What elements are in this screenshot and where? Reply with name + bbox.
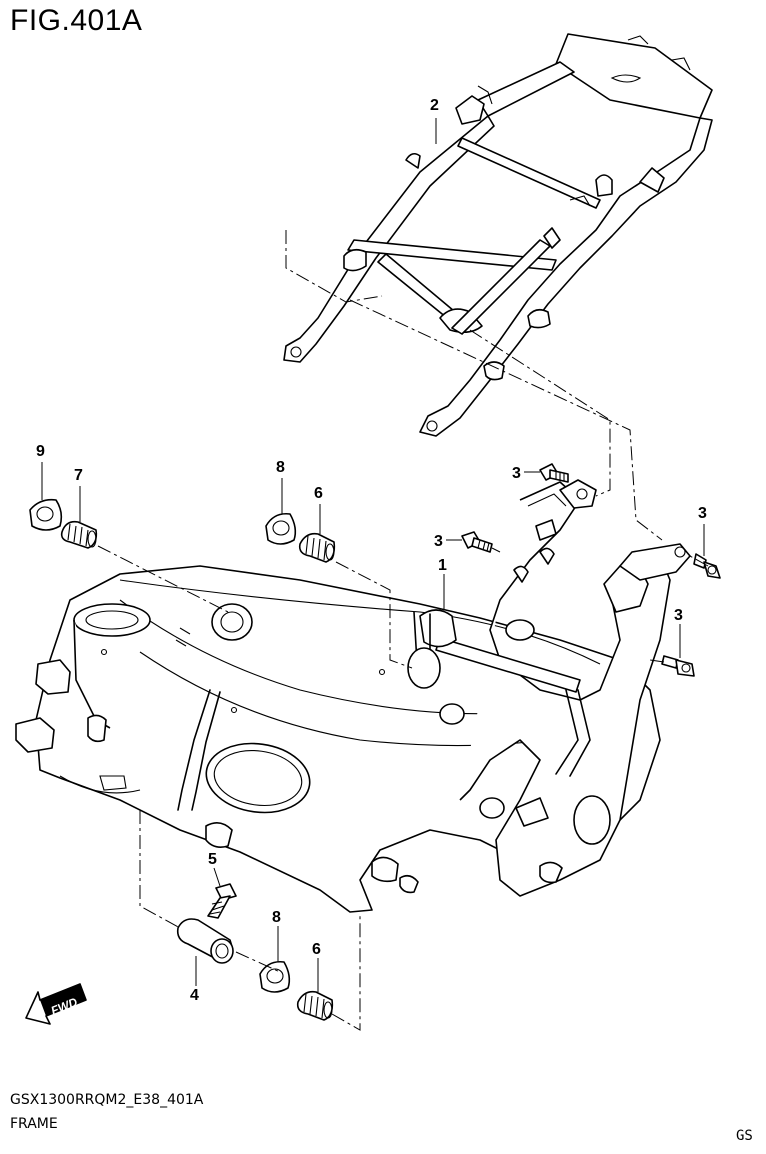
nut-part-8-lower[interactable] [259, 960, 291, 993]
leader-lines [41, 118, 705, 992]
callout-4: 4 [190, 987, 199, 1004]
callout-3-upper: 3 [512, 465, 521, 482]
callout-3-right-lower: 3 [674, 607, 683, 624]
spacer-part-7[interactable] [60, 520, 98, 549]
bolt-part-5[interactable] [207, 883, 237, 919]
callout-8-upper: 8 [276, 459, 285, 476]
callout-6-lower: 6 [312, 941, 321, 958]
nut-part-9[interactable] [29, 498, 63, 531]
spacer-part-6-upper[interactable] [298, 532, 336, 563]
callout-3-mid: 3 [434, 533, 443, 550]
callout-6-upper: 6 [314, 485, 323, 502]
nut-part-8-upper[interactable] [265, 512, 297, 545]
assembly-lines [97, 230, 709, 1031]
callout-2: 2 [430, 97, 439, 114]
bolt-mid-left[interactable] [461, 531, 493, 553]
callout-8-lower: 8 [272, 909, 281, 926]
diagram-code: GSX1300RRQM2_E38_401A [10, 1092, 204, 1108]
seat-rail[interactable] [283, 33, 713, 437]
bolt-right-lower[interactable] [661, 655, 695, 677]
spacer-part-6-lower[interactable] [296, 990, 334, 1021]
callout-9: 9 [36, 443, 45, 460]
diagram-name: FRAME [10, 1116, 58, 1132]
main-frame[interactable] [15, 479, 691, 913]
collar-part-4[interactable] [176, 918, 234, 964]
catalog-mark: GS [736, 1128, 753, 1144]
callout-5: 5 [208, 851, 217, 868]
callout-7: 7 [74, 467, 83, 484]
fwd-arrow: FWD [25, 983, 87, 1025]
figure-title: FIG.401A [10, 4, 143, 37]
bolt-upper-left[interactable] [539, 463, 569, 483]
callout-3-right-upper: 3 [698, 505, 707, 522]
callout-1: 1 [438, 557, 447, 574]
